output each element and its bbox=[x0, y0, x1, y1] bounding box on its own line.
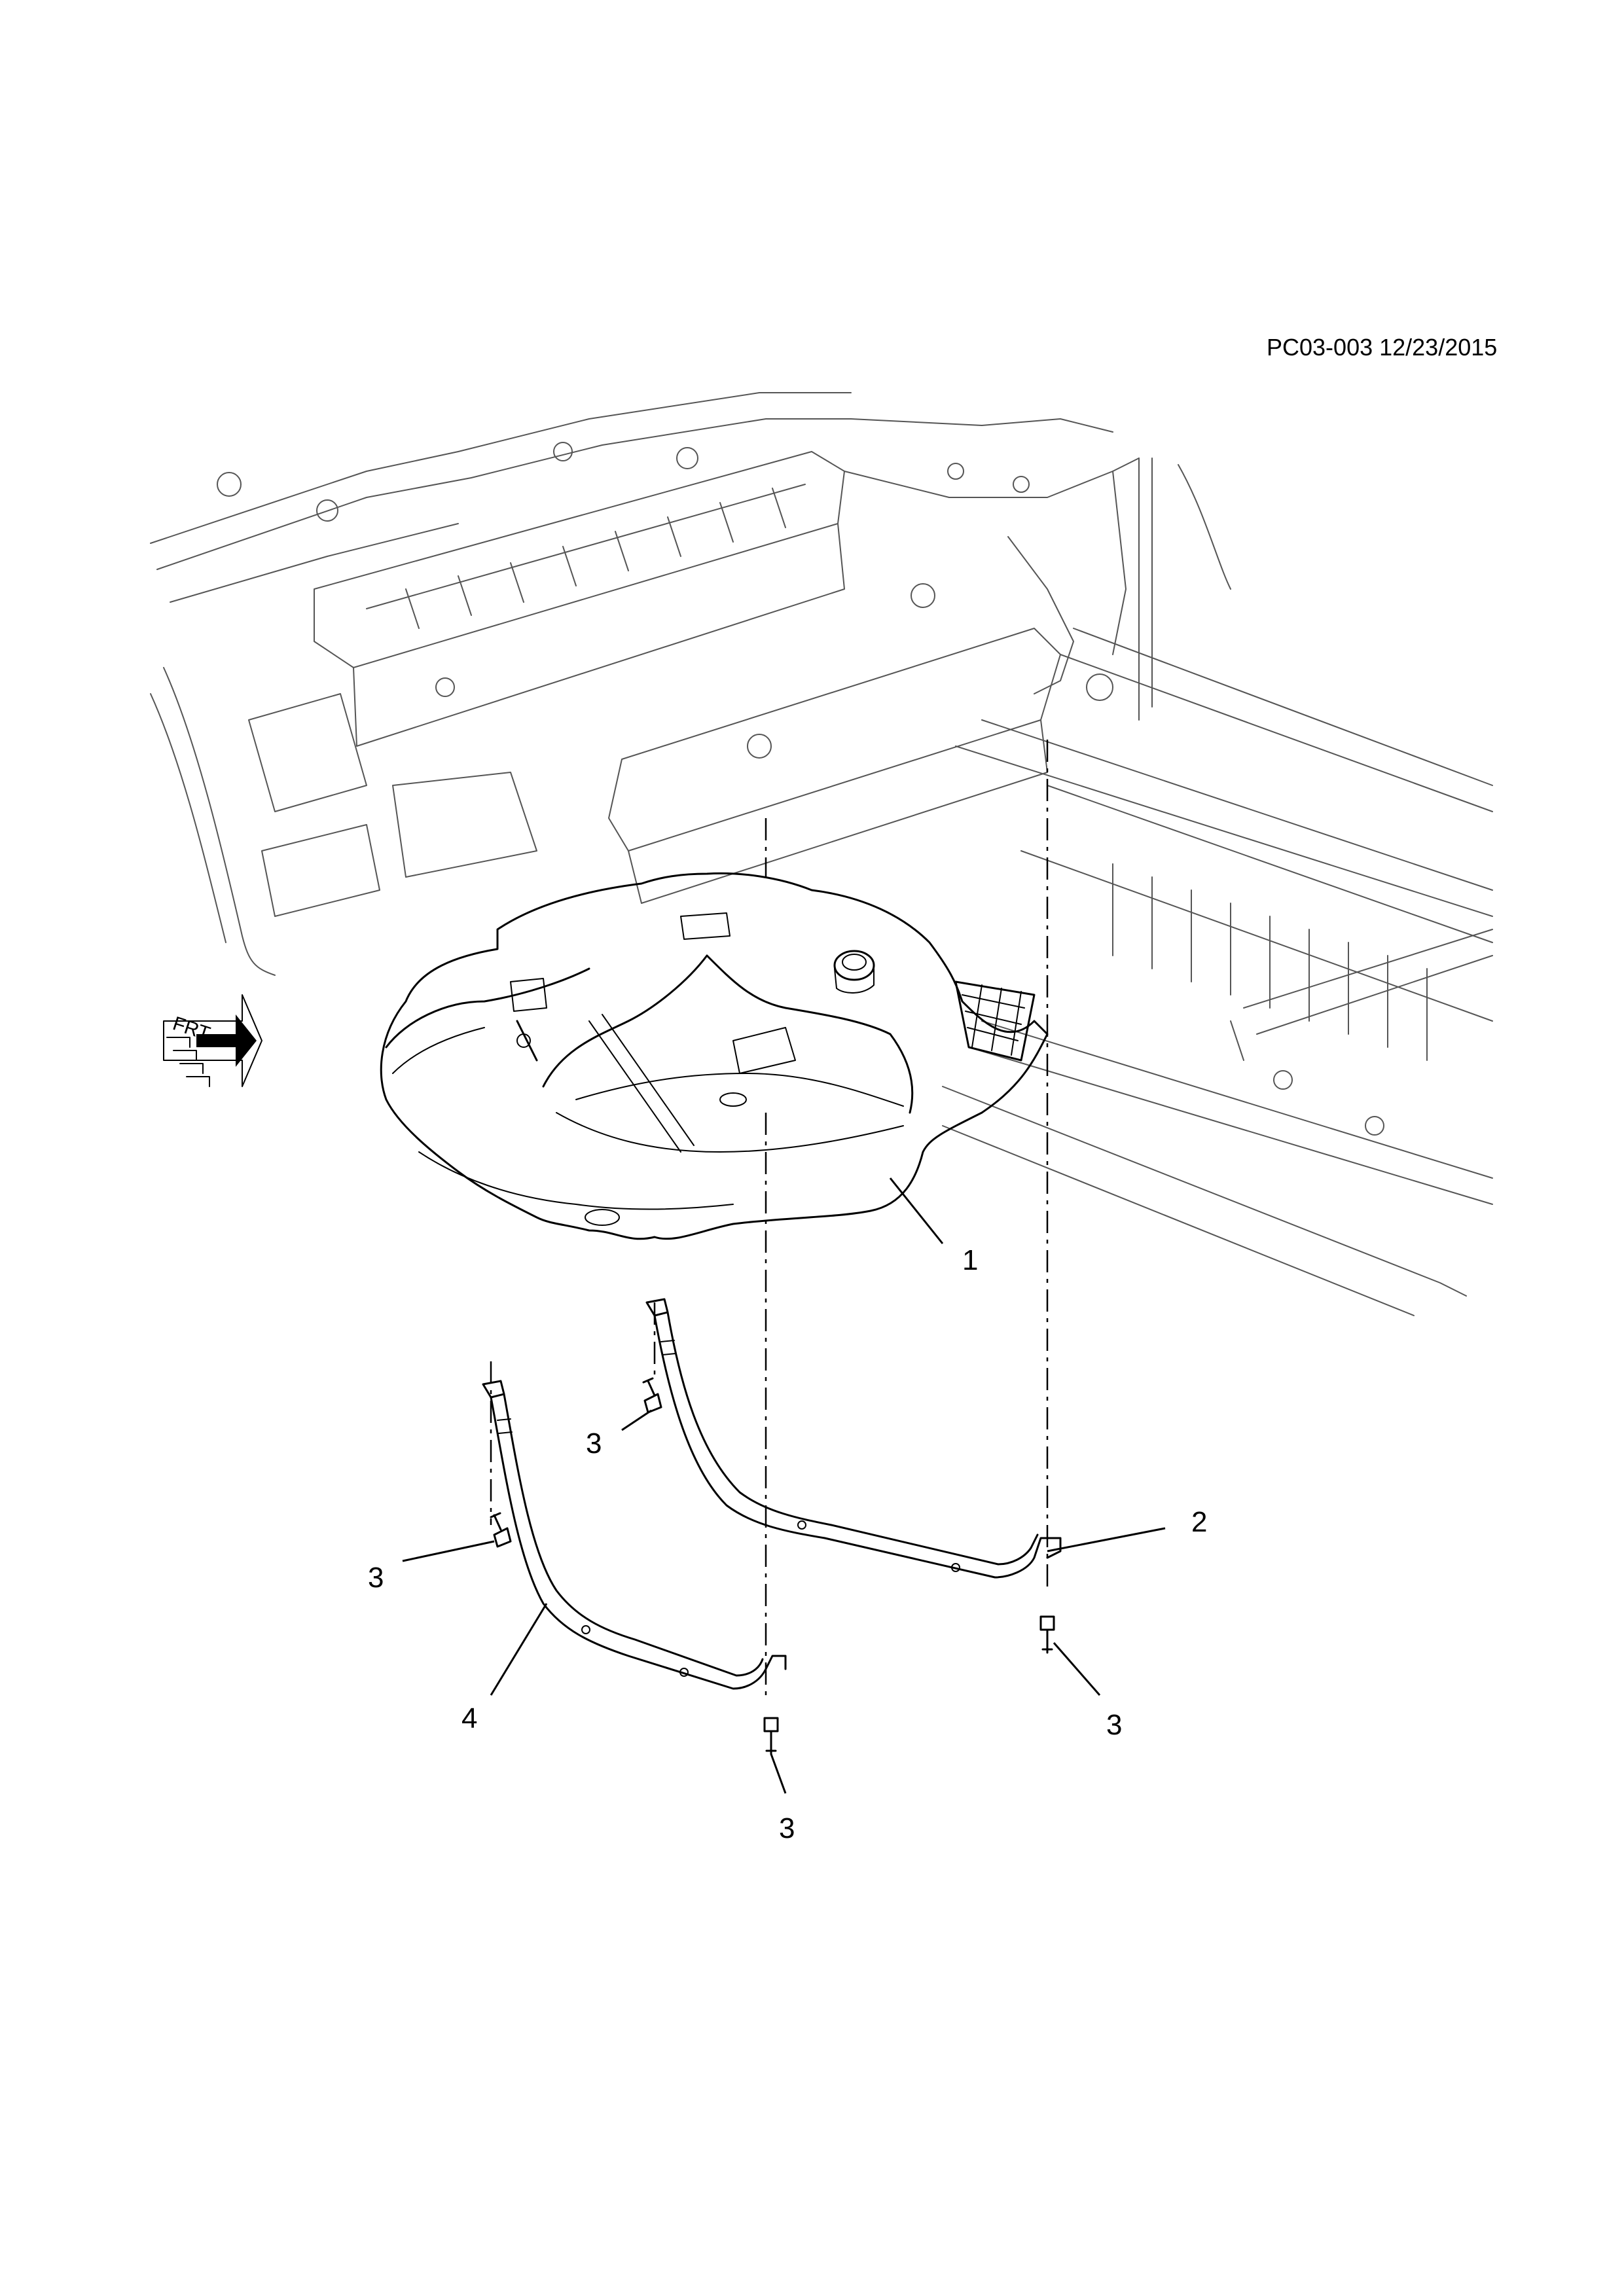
crossmember-ribs bbox=[405, 488, 786, 629]
callout-3-front-lower: 3 bbox=[770, 1753, 795, 1844]
bolt-strap-front-upper bbox=[490, 1512, 512, 1548]
callout-number-4: 4 bbox=[461, 1702, 477, 1734]
bolt-strap-front-lower bbox=[763, 1717, 779, 1755]
heat-shield-mesh bbox=[962, 984, 1025, 1056]
fuel-tank bbox=[380, 872, 1049, 1240]
callout-3-front-upper: 3 bbox=[368, 1540, 495, 1594]
callout-number-2: 2 bbox=[1191, 1506, 1207, 1538]
callout-number-3b: 3 bbox=[368, 1562, 384, 1594]
alignment-centerlines bbox=[490, 740, 1049, 1702]
callout-number-3a: 3 bbox=[586, 1427, 602, 1460]
callout-3-rear-upper: 3 bbox=[586, 1409, 652, 1460]
floor-pan-ribs bbox=[1112, 863, 1428, 1061]
callout-3-rear-lower: 3 bbox=[1053, 1642, 1122, 1741]
fuel-tank-strap-rear bbox=[645, 1298, 1062, 1579]
callout-2: 2 bbox=[1047, 1506, 1207, 1552]
callout-number-3c: 3 bbox=[1106, 1709, 1122, 1741]
frt-hatch-lines bbox=[166, 1037, 210, 1087]
callout-number-3d: 3 bbox=[779, 1812, 795, 1844]
callout-number-1: 1 bbox=[962, 1244, 978, 1276]
document-id-date: PC03-003 12/23/2015 bbox=[1267, 334, 1498, 361]
frt-label: FRT bbox=[170, 1013, 213, 1045]
bolt-strap-rear-lower bbox=[1039, 1615, 1055, 1654]
callout-1: 1 bbox=[889, 1177, 978, 1276]
bolt-strap-rear-upper bbox=[642, 1377, 662, 1414]
underbody-frame-drawing bbox=[150, 392, 1493, 1316]
front-direction-indicator: FRT bbox=[163, 994, 262, 1087]
callout-4: 4 bbox=[461, 1603, 548, 1734]
mount-holes bbox=[217, 442, 1384, 1136]
fuel-tank-strap-front bbox=[482, 1380, 787, 1690]
